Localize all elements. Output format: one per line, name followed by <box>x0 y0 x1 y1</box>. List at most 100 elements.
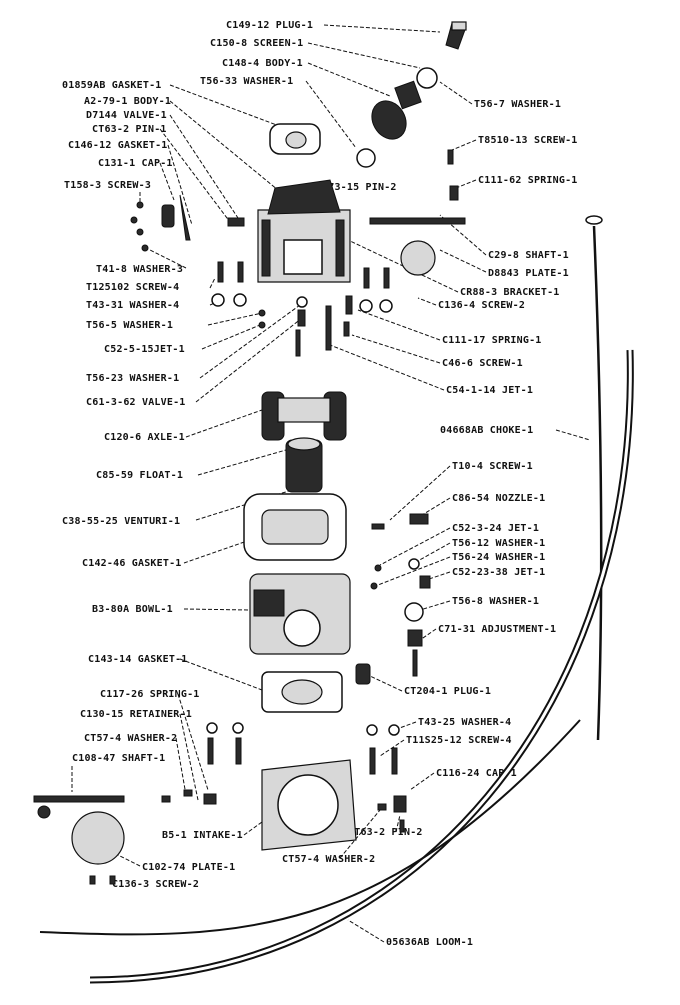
part-label: 05636AB LOOM-1 <box>386 937 473 948</box>
shaft-part <box>33 795 125 803</box>
part-label: C148-4 BODY-1 <box>222 58 303 69</box>
screw-part <box>235 737 242 765</box>
part-label: C52-23-38 JET-1 <box>452 567 545 578</box>
part-label: T56-23 WASHER-1 <box>86 373 179 384</box>
part-label: C149-12 PLUG-1 <box>226 20 313 31</box>
part-label: C111-17 SPRING-1 <box>442 335 542 346</box>
spring-part <box>203 793 217 805</box>
spring-part <box>449 185 459 201</box>
part-label: C85-59 FLOAT-1 <box>96 470 183 481</box>
part-label: T43-31 WASHER-4 <box>86 300 179 311</box>
screw-head <box>374 564 382 572</box>
part-label: C120-6 AXLE-1 <box>104 432 185 443</box>
intake-bore <box>277 774 339 836</box>
screw-part <box>207 737 214 765</box>
part-label: C146-12 GASKET-1 <box>68 140 168 151</box>
screw-part <box>89 875 96 885</box>
part-labels: C149-12 PLUG-1 C150-8 SCREEN-1 C148-4 BO… <box>62 20 578 948</box>
screw-part <box>383 267 390 289</box>
bowl-fins <box>253 589 285 617</box>
part-label: C108-47 SHAFT-1 <box>72 753 165 764</box>
washer-part <box>388 724 400 736</box>
screw-part <box>447 149 454 165</box>
washer-part <box>416 67 438 89</box>
screw-head <box>136 201 144 209</box>
fuel-body-part <box>371 100 407 140</box>
washer-part <box>232 722 244 734</box>
nozzle-part <box>409 513 429 525</box>
screw-part <box>363 267 370 289</box>
part-label: C38-55-25 VENTURI-1 <box>62 516 180 527</box>
part-label: C117-26 SPRING-1 <box>100 689 200 700</box>
spring-part <box>345 295 353 315</box>
shaft-part <box>369 217 466 225</box>
main-body-top <box>267 179 341 215</box>
shaft-lever <box>37 805 51 819</box>
part-label: C131-1 CAP-1 <box>98 158 173 169</box>
washer-part <box>408 558 420 570</box>
screw-part <box>109 875 116 885</box>
part-label: C150-8 SCREEN-1 <box>210 38 303 49</box>
plug-part <box>355 663 371 685</box>
part-label: C52-3-24 JET-1 <box>452 523 539 534</box>
main-body-window <box>283 239 323 275</box>
jet-part <box>325 305 332 351</box>
plate-part <box>71 811 125 865</box>
washer-part <box>366 724 378 736</box>
part-label: T56-5 WASHER-1 <box>86 320 173 331</box>
screw-head <box>136 228 144 236</box>
part-label: T158-3 SCREW-3 <box>64 180 151 191</box>
part-label: T8510-13 SCREW-1 <box>478 135 578 146</box>
part-label: A2-79-1 BODY-1 <box>84 96 171 107</box>
part-label: T73-15 PIN-2 <box>322 182 397 193</box>
part-label: T56-8 WASHER-1 <box>452 596 539 607</box>
jet-part <box>297 309 306 327</box>
part-label: D7144 VALVE-1 <box>86 110 167 121</box>
part-label: T56-7 WASHER-1 <box>474 99 561 110</box>
pin-part <box>399 819 405 833</box>
gasket-hole <box>285 131 307 149</box>
washer-part <box>296 296 308 308</box>
washer-small <box>161 795 171 803</box>
washer-small <box>377 803 387 811</box>
part-label: CT63-2 PIN-2 <box>348 827 423 838</box>
cap-part <box>393 795 407 813</box>
part-label: CT204-1 PLUG-1 <box>404 686 491 697</box>
washer-part <box>359 299 373 313</box>
cap-part <box>161 204 175 228</box>
part-label: T43-25 WASHER-4 <box>418 717 511 728</box>
main-body-fins <box>335 219 345 277</box>
screw-head <box>258 321 266 329</box>
screw-part <box>391 747 398 775</box>
screen-part <box>394 80 422 110</box>
part-label: T56-24 WASHER-1 <box>452 552 545 563</box>
part-label: B5-1 INTAKE-1 <box>162 830 243 841</box>
part-label: C52-5-15JET-1 <box>104 344 185 355</box>
part-label: T56-33 WASHER-1 <box>200 76 293 87</box>
part-label: CT57-4 WASHER-2 <box>282 854 375 865</box>
part-label: C102-74 PLATE-1 <box>142 862 235 873</box>
plug-cap <box>451 21 467 31</box>
part-label: C29-8 SHAFT-1 <box>488 250 569 261</box>
loom-left-line <box>39 719 581 936</box>
gasket-inner <box>261 509 329 545</box>
loom-tube-inner <box>89 349 632 982</box>
part-label: C86-54 NOZZLE-1 <box>452 493 545 504</box>
part-label: C61-3-62 VALVE-1 <box>86 397 186 408</box>
jet-part <box>419 575 431 589</box>
gasket-strip <box>179 194 191 241</box>
part-label: 01859AB GASKET-1 <box>62 80 162 91</box>
part-label: T56-12 WASHER-1 <box>452 538 545 549</box>
part-label: T125102 SCREW-4 <box>86 282 179 293</box>
part-label: T11S25-12 SCREW-4 <box>406 735 512 746</box>
part-label: T10-4 SCREW-1 <box>452 461 533 472</box>
washer-part <box>233 293 247 307</box>
part-label: C143-14 GASKET-1 <box>88 654 188 665</box>
part-label: C71-31 ADJUSTMENT-1 <box>438 624 556 635</box>
screw-part <box>369 747 376 775</box>
choke-wire <box>592 225 603 741</box>
valve-part <box>295 329 301 357</box>
washer-part <box>379 299 393 313</box>
part-label: B3-80A BOWL-1 <box>92 604 173 615</box>
